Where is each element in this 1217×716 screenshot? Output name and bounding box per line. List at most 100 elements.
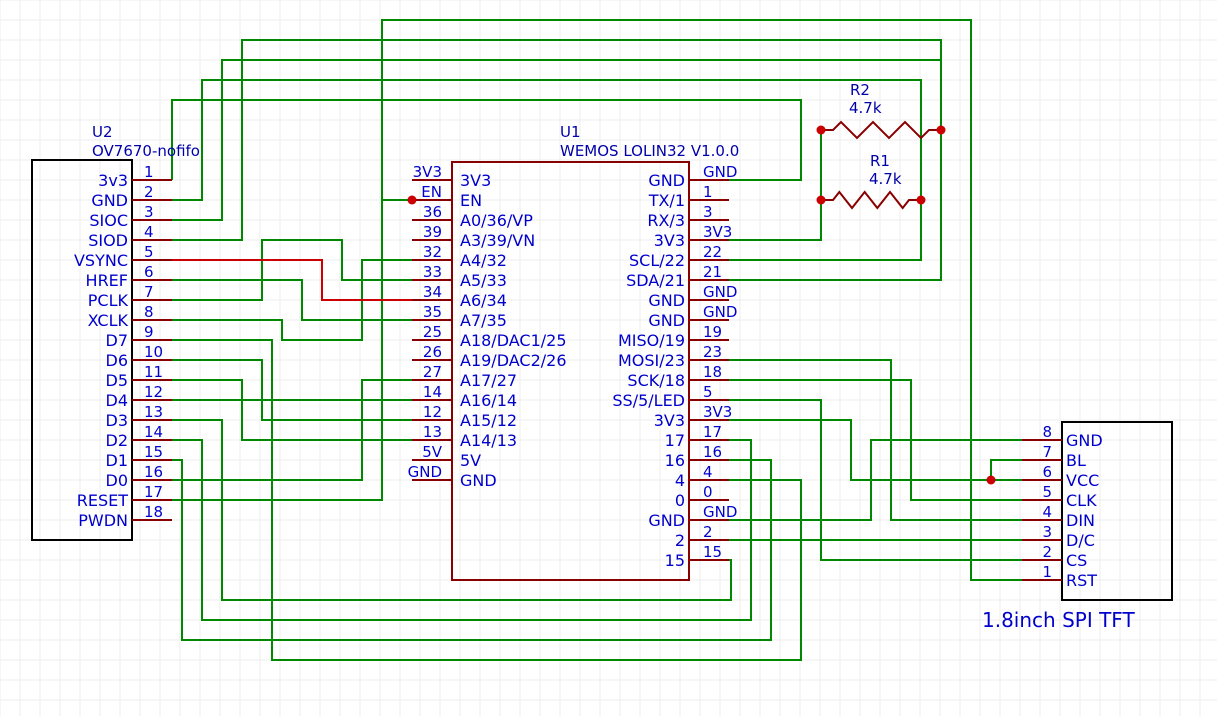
tft-pin-name: GND: [1066, 431, 1103, 450]
u1-left-pin-number: 25: [423, 323, 442, 341]
u1-left-pin-number: 27: [423, 363, 442, 381]
u1-right-pin-number: GND: [703, 303, 737, 321]
u1-left-pin-number: 34: [423, 283, 442, 301]
wire: [729, 399, 1022, 561]
u2-pin-name: SIOD: [88, 231, 128, 250]
wires: [171, 19, 1022, 661]
u1-left-pin-name: A16/14: [460, 391, 517, 410]
u1-right-pin-number: GND: [703, 503, 737, 521]
u2-pin-number: 13: [144, 403, 163, 421]
tft-pin-number: 7: [1042, 443, 1052, 461]
wire-vsync: [172, 259, 412, 301]
u2-pin-number: 10: [144, 343, 163, 361]
u1-left-pin-number: 36: [423, 203, 442, 221]
junction-dot: [816, 195, 826, 205]
tft-pin-name: RST: [1066, 571, 1097, 590]
u2-pin-name: HREF: [86, 271, 128, 290]
u2-pin-name: D0: [106, 471, 129, 490]
r2-ref: R2: [850, 81, 870, 99]
u1-right-pin-number: 1: [703, 183, 713, 201]
tft-pin-number: 6: [1042, 463, 1052, 481]
u1-right-pin-number: 21: [703, 263, 722, 281]
u2-pin-name: D6: [106, 351, 129, 370]
u2-pin-number: 17: [144, 483, 163, 501]
u2-pin-name: D1: [106, 451, 129, 470]
wire: [172, 359, 412, 421]
tft-pin-name: CLK: [1066, 491, 1097, 510]
wire: [172, 339, 802, 661]
junction-dot: [816, 125, 826, 135]
u1-right-pin-name: 15: [665, 551, 685, 570]
u1-right-pin-name: 3V3: [654, 411, 685, 430]
u1-left-pin-number: 3V3: [413, 163, 442, 181]
u2-pin-number: 14: [144, 423, 163, 441]
u1-right-pin-number: 18: [703, 363, 722, 381]
u1-right-pin-name: 0: [675, 491, 685, 510]
u2-pin-number: 9: [144, 323, 154, 341]
u2-pin-number: 3: [144, 203, 154, 221]
tft-pin-name: DIN: [1066, 511, 1095, 530]
u1-right-pin-name: SDA/21: [626, 271, 685, 290]
u2-pin-name: D5: [106, 371, 129, 390]
u1-right-pin-number: 15: [703, 543, 722, 561]
wire: [729, 130, 822, 241]
wire: [172, 79, 922, 201]
u2-pin-number: 16: [144, 463, 163, 481]
u1-right-pin-number: 22: [703, 243, 722, 261]
u2-pin-number: 18: [144, 503, 163, 521]
u2-pin-name: PCLK: [88, 291, 129, 310]
u2-body: [31, 159, 133, 541]
tft-body: [1061, 421, 1173, 601]
u1-left-pin-number: 33: [423, 263, 442, 281]
u1-right-pin-name: RX/3: [647, 211, 685, 230]
u1-left-pin-number: GND: [408, 463, 442, 481]
u1-ref: U1: [560, 123, 581, 141]
u2-pin-name: XCLK: [88, 311, 129, 330]
wire: [990, 459, 1022, 480]
u1-left-pin-name: A14/13: [460, 431, 517, 450]
u1-left-pin-name: A7/35: [460, 311, 507, 330]
u1-right-pin-name: GND: [648, 291, 685, 310]
wire: [172, 419, 732, 601]
tft-pin-number: 1: [1042, 563, 1052, 581]
wire: [171, 99, 802, 181]
u1-right-pin-number: 3V3: [703, 403, 732, 421]
u2-pin-name: SIOC: [89, 211, 128, 230]
u2-pin-name: D3: [106, 411, 129, 430]
wire: [172, 259, 412, 341]
u1-value: WEMOS LOLIN32 V1.0.0: [560, 142, 739, 160]
u1-right-pin-number: 23: [703, 343, 722, 361]
u2-pin-number: 2: [144, 183, 154, 201]
u2-pin-number: 8: [144, 303, 154, 321]
r1-value: 4.7k: [869, 170, 902, 188]
u1-left-pin-name: EN: [460, 191, 482, 210]
wire: [172, 379, 412, 441]
u1-left-pin-name: A6/34: [460, 291, 507, 310]
u2-pin-name: RESET: [77, 491, 128, 510]
u1-left-pin-number: EN: [421, 183, 442, 201]
u2-pin-name: PWDN: [78, 511, 128, 530]
u1-right-pin-name: 2: [675, 531, 685, 550]
u1-right-pin-name: 17: [665, 431, 685, 450]
u2-pin-number: 4: [144, 223, 154, 241]
u1-right-pin-name: MISO/19: [618, 331, 685, 350]
u1-right-pin-name: GND: [648, 311, 685, 330]
u1-left-pin-name: A18/DAC1/25: [460, 331, 567, 350]
u1-right-pin-number: 17: [703, 423, 722, 441]
tft-pin-number: 2: [1042, 543, 1052, 561]
u1-right-pin-number: GND: [703, 283, 737, 301]
u1-right-pin-name: SCL/22: [629, 251, 685, 270]
u2-pin-name: D2: [106, 431, 129, 450]
u1-left-pin-name: 3V3: [460, 171, 491, 190]
wire: [172, 459, 772, 641]
u2-pin-name: D4: [106, 391, 129, 410]
wire: [172, 239, 412, 301]
tft-pin-name: VCC: [1066, 471, 1099, 490]
u1-left-pin-name: A3/39/VN: [460, 231, 535, 250]
u1-left-pin-number: 39: [423, 223, 442, 241]
u2-pin-number: 15: [144, 443, 163, 461]
wire: [729, 419, 1022, 481]
wire: [172, 439, 752, 621]
r2-value: 4.7k: [849, 99, 882, 117]
u1-right-pin-name: 16: [665, 451, 685, 470]
